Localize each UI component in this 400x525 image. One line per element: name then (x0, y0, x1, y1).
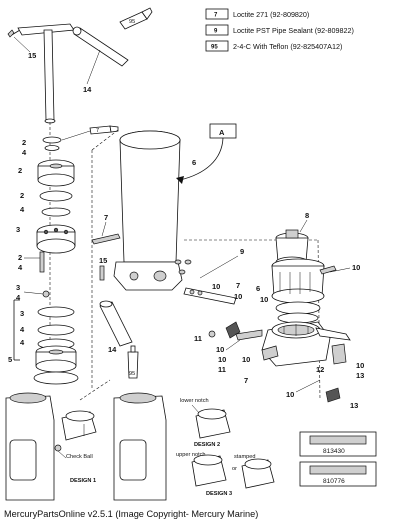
callout-4: 4 (22, 148, 27, 157)
legend-text: Loctite 271 (92-809820) (233, 10, 309, 19)
legend-code: 9 (214, 29, 218, 35)
callout-13: 13 (356, 371, 364, 380)
design-3-label: DESIGN 3 (206, 491, 232, 497)
design-3-view: upper notch stamped or DESIGN 3 (176, 452, 275, 497)
design-2-label: DESIGN 2 (194, 442, 220, 448)
rod-sleeve (73, 27, 129, 67)
sealant-tube-icon: 95 (127, 345, 139, 379)
callout-6: 6 (256, 284, 260, 293)
callout-10: 10 (216, 345, 224, 354)
callout-14: 14 (108, 345, 117, 354)
seal-stack: 2 4 7 2 2 4 3 2 4 3 4 (8, 125, 119, 385)
cylinder-fasteners: 7 15 14 95 (91, 213, 139, 379)
or-label: or (232, 466, 237, 472)
callout-10: 10 (234, 292, 242, 301)
legend-tube-icon (205, 40, 229, 52)
stamped-label: stamped (234, 454, 255, 460)
callout-12: 12 (316, 365, 324, 374)
callout-3: 3 (16, 225, 20, 234)
callout-10: 10 (260, 295, 268, 304)
part-number-810776: 810776 (323, 478, 345, 485)
view-label: A (219, 128, 225, 137)
legend-row-pipe-sealant: 9 Loctite PST Pipe Sealant (92-809822) (205, 24, 354, 36)
part-number-813430: 813430 (323, 448, 345, 455)
piston-rod (43, 29, 55, 121)
callout-9: 9 (240, 247, 244, 256)
part-number-boxes: 813430 810776 (299, 431, 377, 487)
trim-cylinder: A 6 (79, 123, 237, 401)
callout-11: 11 (218, 365, 226, 374)
callout-4: 4 (16, 293, 21, 302)
design-1-label: DESIGN 1 (70, 478, 96, 484)
callout-7: 7 (104, 213, 108, 222)
callout-2: 2 (18, 253, 22, 262)
callout-2: 2 (22, 138, 26, 147)
legend-row-2-4-c: 95 2-4-C With Teflon (92-825407A12) (205, 40, 342, 52)
tube-label: 95 (129, 19, 135, 25)
callout-7: 7 (244, 376, 248, 385)
design-2-3-view (113, 392, 167, 501)
callout-13: 13 (350, 401, 358, 410)
piston-rod-assembly: 15 14 95 (7, 7, 153, 380)
callout-4: 4 (20, 205, 25, 214)
check-ball (54, 444, 62, 452)
design-2-view: lower notch DESIGN 2 (180, 398, 231, 448)
design-1-view: Check Ball DESIGN 1 (5, 392, 97, 501)
callout-10: 10 (212, 282, 220, 291)
callout-14: 14 (83, 85, 92, 94)
sealant-tube-icon: 95 (119, 7, 153, 30)
sealant-legend: 7 Loctite 271 (92-809820) 9 Loctite PST … (205, 8, 354, 52)
design-variants: Check Ball DESIGN 1 lower notch DESIGN 2… (5, 392, 377, 501)
callout-11: 11 (194, 334, 202, 343)
legend-row-loctite-271: 7 Loctite 271 (92-809820) (205, 8, 309, 20)
tube-label: 95 (129, 371, 135, 377)
lower-notch-label: lower notch (180, 398, 209, 404)
legend-tube-icon (205, 24, 229, 36)
callout-10: 10 (286, 390, 294, 399)
callout-10: 10 (356, 361, 364, 370)
legend-tube-icon (205, 8, 229, 20)
callout-7: 7 (236, 281, 240, 290)
callout-10: 10 (218, 355, 226, 364)
callout-15: 15 (99, 256, 107, 265)
callout-4: 4 (20, 325, 25, 334)
callout-4: 4 (18, 263, 23, 272)
legend-text: 2-4-C With Teflon (92-825407A12) (233, 42, 342, 51)
check-ball-label: Check Ball (66, 454, 93, 460)
callout-6: 6 (192, 158, 196, 167)
legend-text: Loctite PST Pipe Sealant (92-809822) (233, 26, 354, 35)
legend-code: 95 (211, 45, 218, 51)
pump-assembly: 8 9 10 7 10 6 10 10 (174, 211, 364, 410)
legend-code: 7 (214, 13, 218, 19)
callout-3: 3 (16, 283, 20, 292)
callout-10: 10 (352, 263, 360, 272)
callout-8: 8 (305, 211, 309, 220)
upper-notch-label: upper notch (176, 452, 206, 458)
callout-3: 3 (20, 309, 24, 318)
callout-5: 5 (8, 355, 12, 364)
callout-2: 2 (20, 191, 24, 200)
callout-4: 4 (20, 338, 25, 347)
callout-2: 2 (18, 166, 22, 175)
tube-label: 7 (96, 128, 99, 134)
callout-10: 10 (242, 355, 250, 364)
copyright-footer: MercuryPartsOnline v2.5.1 (Image Copyrig… (4, 509, 259, 519)
screw-part (7, 29, 15, 38)
callout-15: 15 (28, 51, 36, 60)
